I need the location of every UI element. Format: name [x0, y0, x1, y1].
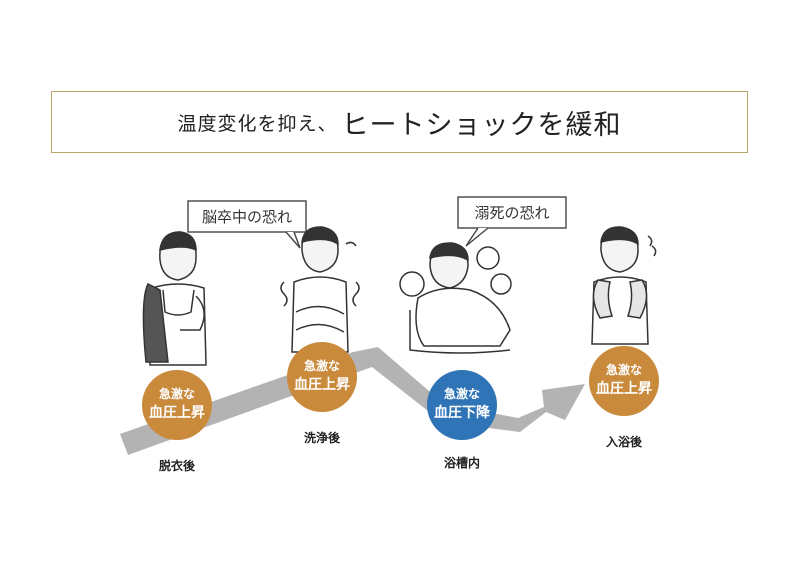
title-part2: ヒートショックを緩和: [341, 109, 622, 141]
badge-line2: 血圧上昇: [294, 376, 350, 393]
badge-step-3: 急激な 血圧下降: [427, 370, 497, 440]
man-after-bath-illustration: [591, 226, 657, 345]
badge-line2: 血圧上昇: [149, 404, 205, 421]
badge-circle: [427, 370, 497, 440]
bubble-text-stroke: 脳卒中の恐れ: [202, 208, 292, 226]
badge-line1: 急激な: [159, 386, 195, 401]
step-label-undressing: 脱衣後: [159, 458, 196, 473]
title-banner: 温度変化を抑え、 ヒートショックを緩和: [51, 91, 748, 153]
badge-line2: 血圧上昇: [596, 380, 652, 397]
man-undressing-illustration: [142, 231, 207, 366]
step-label-washing: 洗浄後: [304, 430, 341, 445]
badge-line1: 急激な: [304, 358, 340, 373]
badge-circle: [142, 370, 212, 440]
badge-step-4: 急激な 血圧上昇: [589, 346, 659, 416]
badge-step-1: 急激な 血圧上昇: [142, 370, 212, 440]
title-part1: 温度変化を抑え、: [177, 112, 338, 135]
step-label-in-bathtub: 浴槽内: [444, 455, 480, 470]
badge-circle: [589, 346, 659, 416]
step-label-after-bath: 入浴後: [606, 434, 643, 449]
speech-bubble-stroke: 脳卒中の恐れ: [187, 200, 307, 249]
badge-line1: 急激な: [444, 386, 480, 401]
man-shivering-illustration: [280, 226, 360, 353]
man-in-bathtub-illustration: [399, 242, 512, 354]
badge-line2: 血圧下降: [434, 404, 491, 421]
badge-line1: 急激な: [606, 362, 642, 377]
badge-circle: [287, 342, 357, 412]
speech-bubble-drowning: 溺死の恐れ: [457, 196, 567, 247]
bubble-text-drowning: 溺死の恐れ: [474, 204, 549, 222]
badge-step-2: 急激な 血圧上昇: [287, 342, 357, 412]
